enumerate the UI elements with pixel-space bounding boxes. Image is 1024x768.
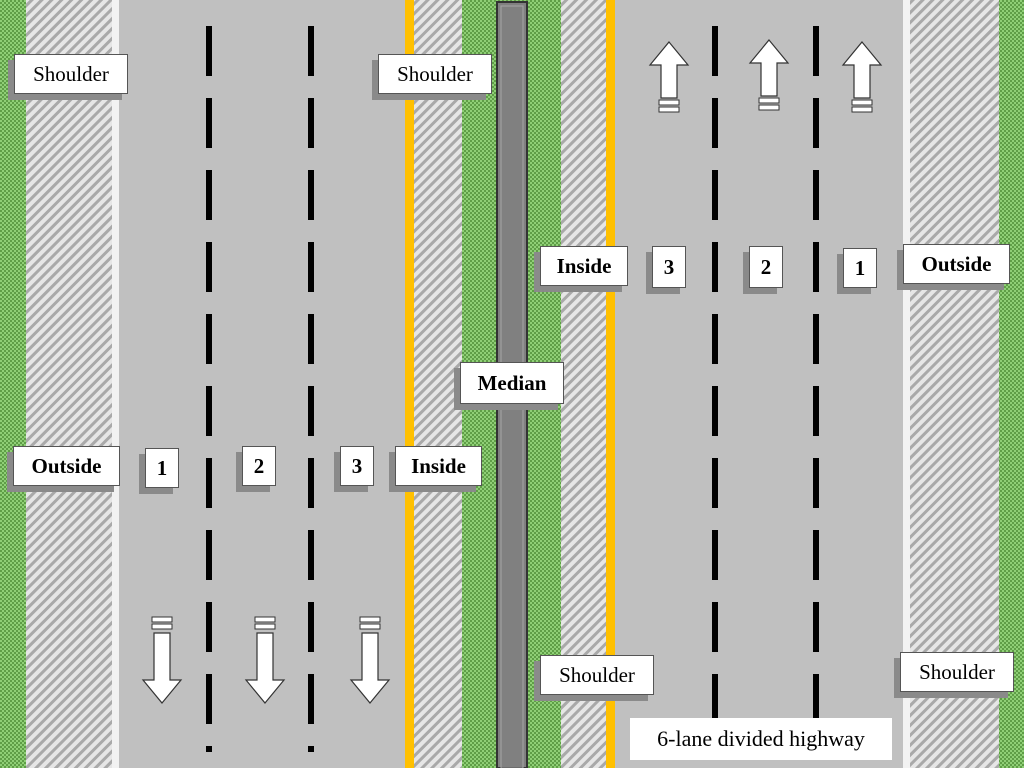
right-inside-shoulder: [561, 0, 606, 768]
outside-label-right: Outside: [903, 244, 1010, 284]
right-pavement: [615, 0, 903, 768]
lane-number-right-3: 3: [652, 246, 686, 288]
lane-number-left-3: 3: [340, 446, 374, 486]
outside-label-left: Outside: [13, 446, 120, 486]
shoulder-label-right-inside: Shoulder: [540, 655, 654, 695]
diagram-caption: 6-lane divided highway: [630, 718, 892, 760]
left-inside-shoulder: [414, 0, 462, 768]
shoulder-label-left-outside: Shoulder: [14, 54, 128, 94]
left-yellow-line: [405, 0, 414, 768]
median-label: Median: [460, 362, 564, 404]
lane-number-left-1: 1: [145, 448, 179, 488]
lane-number-right-1: 1: [843, 248, 877, 288]
right-edge-line: [903, 0, 910, 768]
left-outside-shoulder: [26, 0, 112, 768]
right-yellow-line: [606, 0, 615, 768]
shoulder-label-right-outside: Shoulder: [900, 652, 1014, 692]
left-edge-line: [112, 0, 119, 768]
lane-number-left-2: 2: [242, 446, 276, 486]
right-outside-shoulder: [910, 0, 999, 768]
shoulder-label-left-inside: Shoulder: [378, 54, 492, 94]
lane-number-right-2: 2: [749, 246, 783, 288]
inside-label-right: Inside: [540, 246, 628, 286]
inside-label-left: Inside: [395, 446, 482, 486]
